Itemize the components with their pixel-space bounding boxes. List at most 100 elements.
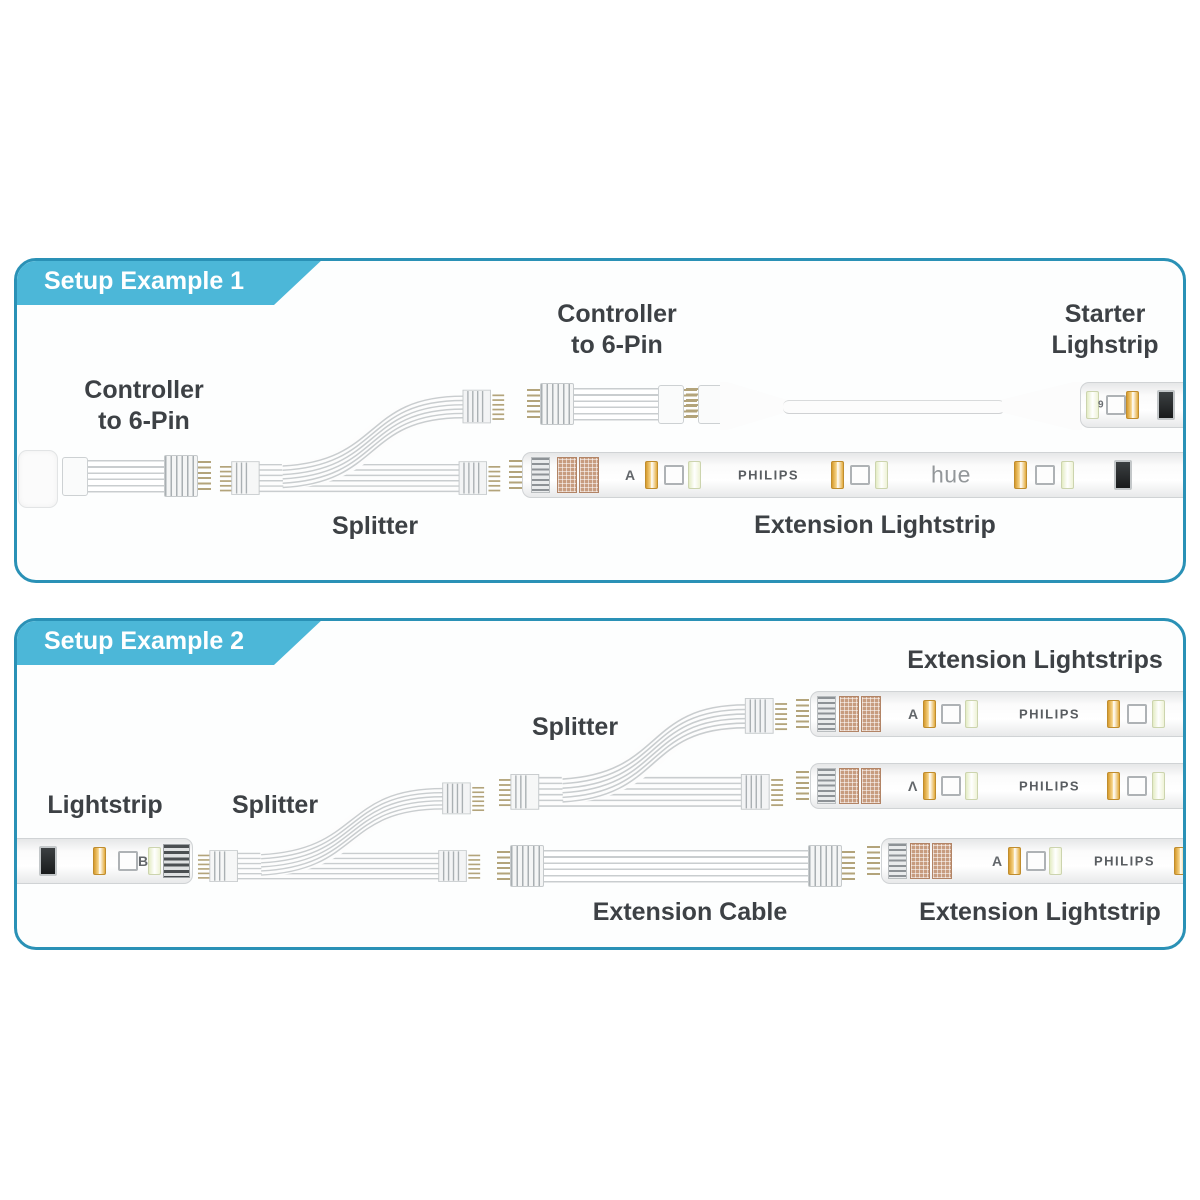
ic-chip bbox=[1035, 465, 1055, 485]
label-extension-lightstrips: Extension Lightstrips bbox=[907, 646, 1163, 674]
panel2-header-tab: Setup Example 2 bbox=[14, 618, 324, 665]
label-extension-cable: Extension Cable bbox=[592, 898, 788, 926]
ic-chip bbox=[1106, 395, 1126, 415]
black-component bbox=[1114, 460, 1132, 490]
copper-pad bbox=[861, 768, 881, 804]
led-white bbox=[148, 847, 161, 875]
starter-connector bbox=[698, 385, 724, 424]
copper-pad bbox=[579, 457, 599, 493]
controller-body bbox=[18, 450, 58, 508]
copper-pad bbox=[839, 696, 859, 732]
connector-pins bbox=[796, 771, 809, 802]
label-splitter-bottom: Splitter bbox=[231, 791, 319, 819]
starter-funnel-right bbox=[1002, 382, 1082, 430]
strip-socket bbox=[531, 457, 550, 493]
extension-cable bbox=[497, 845, 855, 887]
strip-socket bbox=[817, 696, 836, 732]
label-controller-mid: Controller to 6-Pin bbox=[557, 300, 677, 360]
led-white bbox=[1086, 391, 1099, 419]
panel-setup-example-2: Setup Example 2 Extension Lightstrips Sp… bbox=[14, 618, 1186, 950]
led-amber bbox=[923, 700, 936, 728]
splitter-cable-mid bbox=[497, 693, 795, 812]
ribbon-cable bbox=[544, 849, 808, 883]
led-amber bbox=[1174, 847, 1183, 875]
splitter-cable bbox=[218, 385, 512, 497]
connector-pins bbox=[509, 460, 522, 491]
extension-lightstrip-1: A PHILIPS bbox=[810, 691, 1183, 737]
controller-to-6pin-cable bbox=[62, 455, 211, 497]
strip-marking: 9 bbox=[1098, 399, 1104, 411]
label-splitter-1: Splitter bbox=[331, 512, 419, 540]
philips-logo-text: PHILIPS bbox=[1094, 853, 1156, 869]
label-extension-lightstrip-2: Extension Lightstrip bbox=[919, 898, 1161, 926]
led-white bbox=[1152, 700, 1165, 728]
panel-setup-example-1: Setup Example 1 Controller to 6-Pin Cont… bbox=[14, 258, 1186, 583]
cable-connector bbox=[62, 456, 88, 496]
led-white bbox=[965, 772, 978, 800]
led-amber bbox=[645, 461, 658, 489]
extension-lightstrip-2: Λ PHILIPS bbox=[810, 763, 1183, 809]
controller-to-6pin-cable-mid bbox=[527, 383, 697, 425]
label-controller-left: Controller to 6-Pin bbox=[84, 376, 204, 436]
led-white bbox=[688, 461, 701, 489]
led-amber bbox=[1107, 772, 1120, 800]
connector-pins bbox=[842, 850, 855, 882]
ic-chip bbox=[664, 465, 684, 485]
connector-pins bbox=[497, 850, 510, 882]
panel2-tab-label: Setup Example 2 bbox=[44, 627, 245, 655]
copper-pad bbox=[932, 843, 952, 879]
copper-pad bbox=[910, 843, 930, 879]
cable-connector bbox=[164, 455, 198, 497]
led-white bbox=[875, 461, 888, 489]
philips-logo-text: PHILIPS bbox=[738, 467, 800, 483]
hue-logo-text: hue bbox=[931, 461, 971, 488]
splitter-cable-bottom bbox=[196, 778, 492, 884]
led-amber bbox=[923, 772, 936, 800]
ribbon-cable bbox=[574, 387, 658, 421]
copper-pad bbox=[861, 696, 881, 732]
strip-marking: A bbox=[908, 706, 919, 722]
label-lightstrip: Lightstrip bbox=[47, 791, 163, 819]
led-white bbox=[1061, 461, 1074, 489]
ic-chip bbox=[1127, 776, 1147, 796]
connector-pins bbox=[796, 699, 809, 730]
connector-pins bbox=[867, 846, 880, 877]
strip-socket bbox=[817, 768, 836, 804]
lightstrip: B bbox=[17, 838, 193, 884]
led-amber bbox=[831, 461, 844, 489]
ic-chip bbox=[941, 776, 961, 796]
strip-socket bbox=[888, 843, 907, 879]
cable-connector bbox=[510, 845, 544, 887]
ic-chip bbox=[850, 465, 870, 485]
led-amber bbox=[1107, 700, 1120, 728]
copper-pad bbox=[557, 457, 577, 493]
connector-pins bbox=[527, 388, 540, 420]
ribbon-cable bbox=[88, 459, 164, 493]
starter-funnel-left bbox=[720, 382, 786, 430]
black-component bbox=[1157, 390, 1175, 420]
label-extension-lightstrip-1: Extension Lightstrip bbox=[754, 511, 996, 539]
copper-pad bbox=[839, 768, 859, 804]
led-white bbox=[1049, 847, 1062, 875]
led-white bbox=[965, 700, 978, 728]
starter-cable bbox=[783, 400, 1005, 414]
ic-chip bbox=[118, 851, 138, 871]
starter-lightstrip: 9 bbox=[1080, 382, 1183, 428]
strip-end-connector bbox=[163, 844, 190, 878]
panel1-tab-label: Setup Example 1 bbox=[44, 267, 245, 295]
cable-connector bbox=[808, 845, 842, 887]
strip-marking: A bbox=[992, 853, 1003, 869]
philips-logo-text: PHILIPS bbox=[1019, 706, 1081, 722]
cable-connector bbox=[658, 384, 684, 424]
strip-marking: A bbox=[625, 467, 636, 483]
label-starter-lightstrip: Starter Lighstrip bbox=[1051, 300, 1159, 360]
strip-marking: Λ bbox=[908, 778, 918, 794]
panel1-header-tab: Setup Example 1 bbox=[14, 258, 324, 305]
philips-logo-text: PHILIPS bbox=[1019, 778, 1081, 794]
label-splitter-mid: Splitter bbox=[531, 713, 619, 741]
extension-lightstrip: A PHILIPS hue bbox=[522, 452, 1183, 498]
cable-connector bbox=[540, 383, 574, 425]
led-amber bbox=[1008, 847, 1021, 875]
ic-chip bbox=[1127, 704, 1147, 724]
